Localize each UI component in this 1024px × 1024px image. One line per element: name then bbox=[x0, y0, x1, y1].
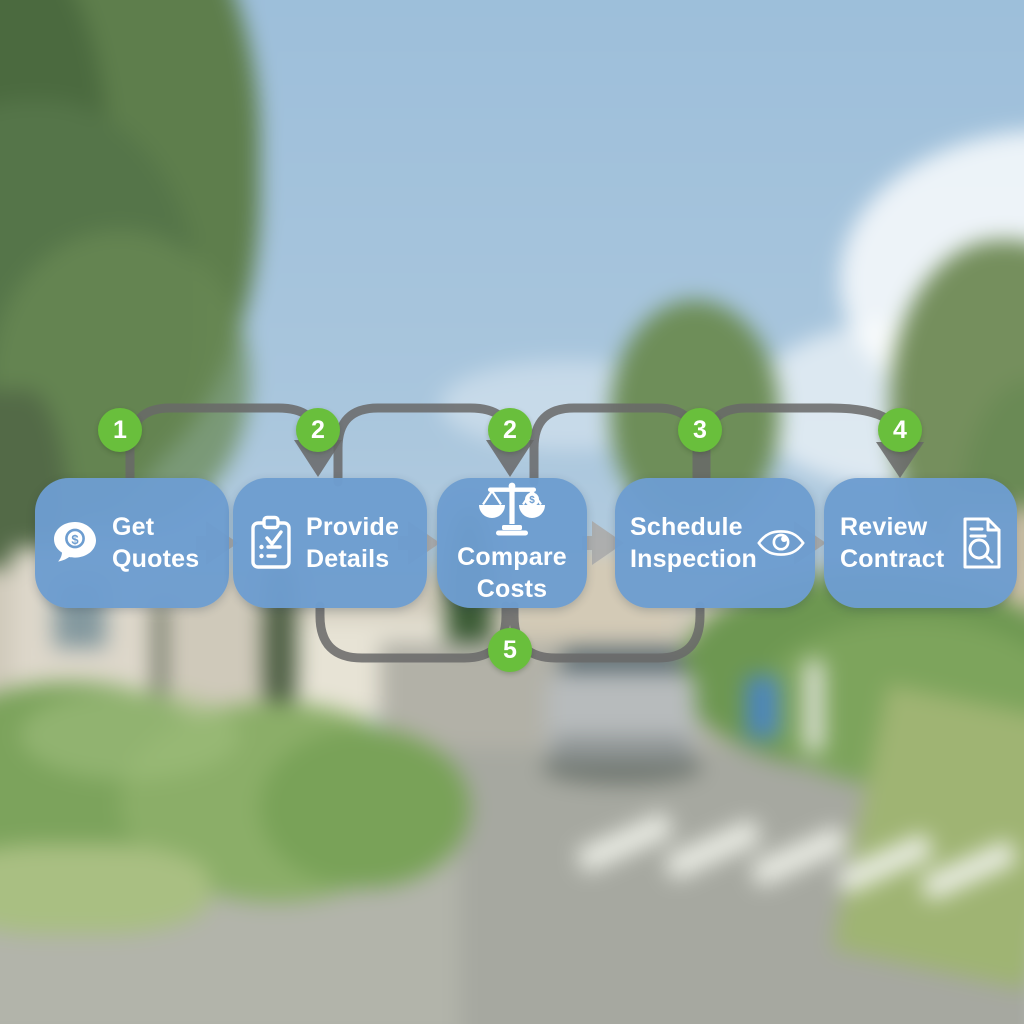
step-label-line1: Provide bbox=[306, 513, 400, 541]
step-box-schedule-inspection: Schedule Inspection bbox=[615, 478, 815, 608]
dollar-glyph: $ bbox=[71, 532, 79, 547]
hedge bbox=[260, 728, 470, 888]
step-badge-4: 4 bbox=[878, 408, 922, 452]
trash-bin bbox=[746, 676, 779, 738]
step-label-line2: Costs bbox=[476, 575, 548, 603]
step-badge-2: 2 bbox=[296, 408, 340, 452]
arc-step3-step4-bottom bbox=[509, 601, 705, 663]
eye-icon bbox=[757, 530, 805, 556]
speech-bubble-dollar-icon: $ bbox=[54, 522, 96, 562]
step-badge-3: 3 bbox=[678, 408, 722, 452]
document-magnifier-icon bbox=[963, 517, 1001, 569]
step-label-line2: Contract bbox=[840, 545, 945, 573]
step-label-line1: Get bbox=[112, 513, 155, 541]
step-badge-5: 5 bbox=[488, 628, 532, 672]
step-label: Compare Costs bbox=[457, 541, 567, 605]
step-box-provide-details: Provide Details bbox=[233, 478, 427, 608]
step-badge-2b: 2 bbox=[488, 408, 532, 452]
step-label-line2: Inspection bbox=[630, 545, 758, 573]
arc-step1-step2 bbox=[125, 403, 323, 487]
step-label: Get Quotes bbox=[112, 511, 199, 575]
step-label-line1: Compare bbox=[457, 543, 567, 571]
arc-step2-step3-bottom bbox=[315, 601, 511, 663]
arc-step4-step5 bbox=[701, 403, 905, 485]
step-box-compare-costs: $ Compare Costs bbox=[437, 478, 587, 608]
arrowhead-into-step3 bbox=[486, 440, 534, 477]
arrowhead-into-step2 bbox=[294, 440, 342, 477]
dollar-glyph: $ bbox=[529, 495, 535, 506]
step-label-line1: Review bbox=[840, 513, 928, 541]
step-label: Provide Details bbox=[306, 511, 399, 575]
step-badge-1: 1 bbox=[98, 408, 142, 452]
step-box-get-quotes: $ Get Quotes bbox=[35, 478, 229, 608]
step-box-review-contract: Review Contract bbox=[824, 478, 1017, 608]
step-label-line2: Quotes bbox=[112, 545, 200, 573]
step-label: Review Contract bbox=[840, 511, 944, 575]
car-bumper bbox=[552, 736, 690, 762]
step-label-line1: Schedule bbox=[630, 513, 743, 541]
arc-step3-step4 bbox=[529, 403, 702, 487]
grass bbox=[0, 844, 210, 934]
arrowhead-into-step5 bbox=[876, 442, 924, 478]
arc-arrowheads bbox=[294, 440, 924, 478]
step-label: Schedule Inspection bbox=[630, 511, 757, 575]
lamp-post bbox=[154, 600, 166, 710]
balance-scale-dollar-icon: $ bbox=[479, 482, 545, 536]
step-label-line2: Details bbox=[306, 545, 390, 573]
clipboard-checklist-icon bbox=[251, 515, 291, 569]
white-post bbox=[805, 660, 823, 752]
arrow-step3-step4 bbox=[582, 521, 624, 565]
hedge bbox=[20, 690, 240, 780]
arc-step2-step3 bbox=[333, 403, 515, 487]
